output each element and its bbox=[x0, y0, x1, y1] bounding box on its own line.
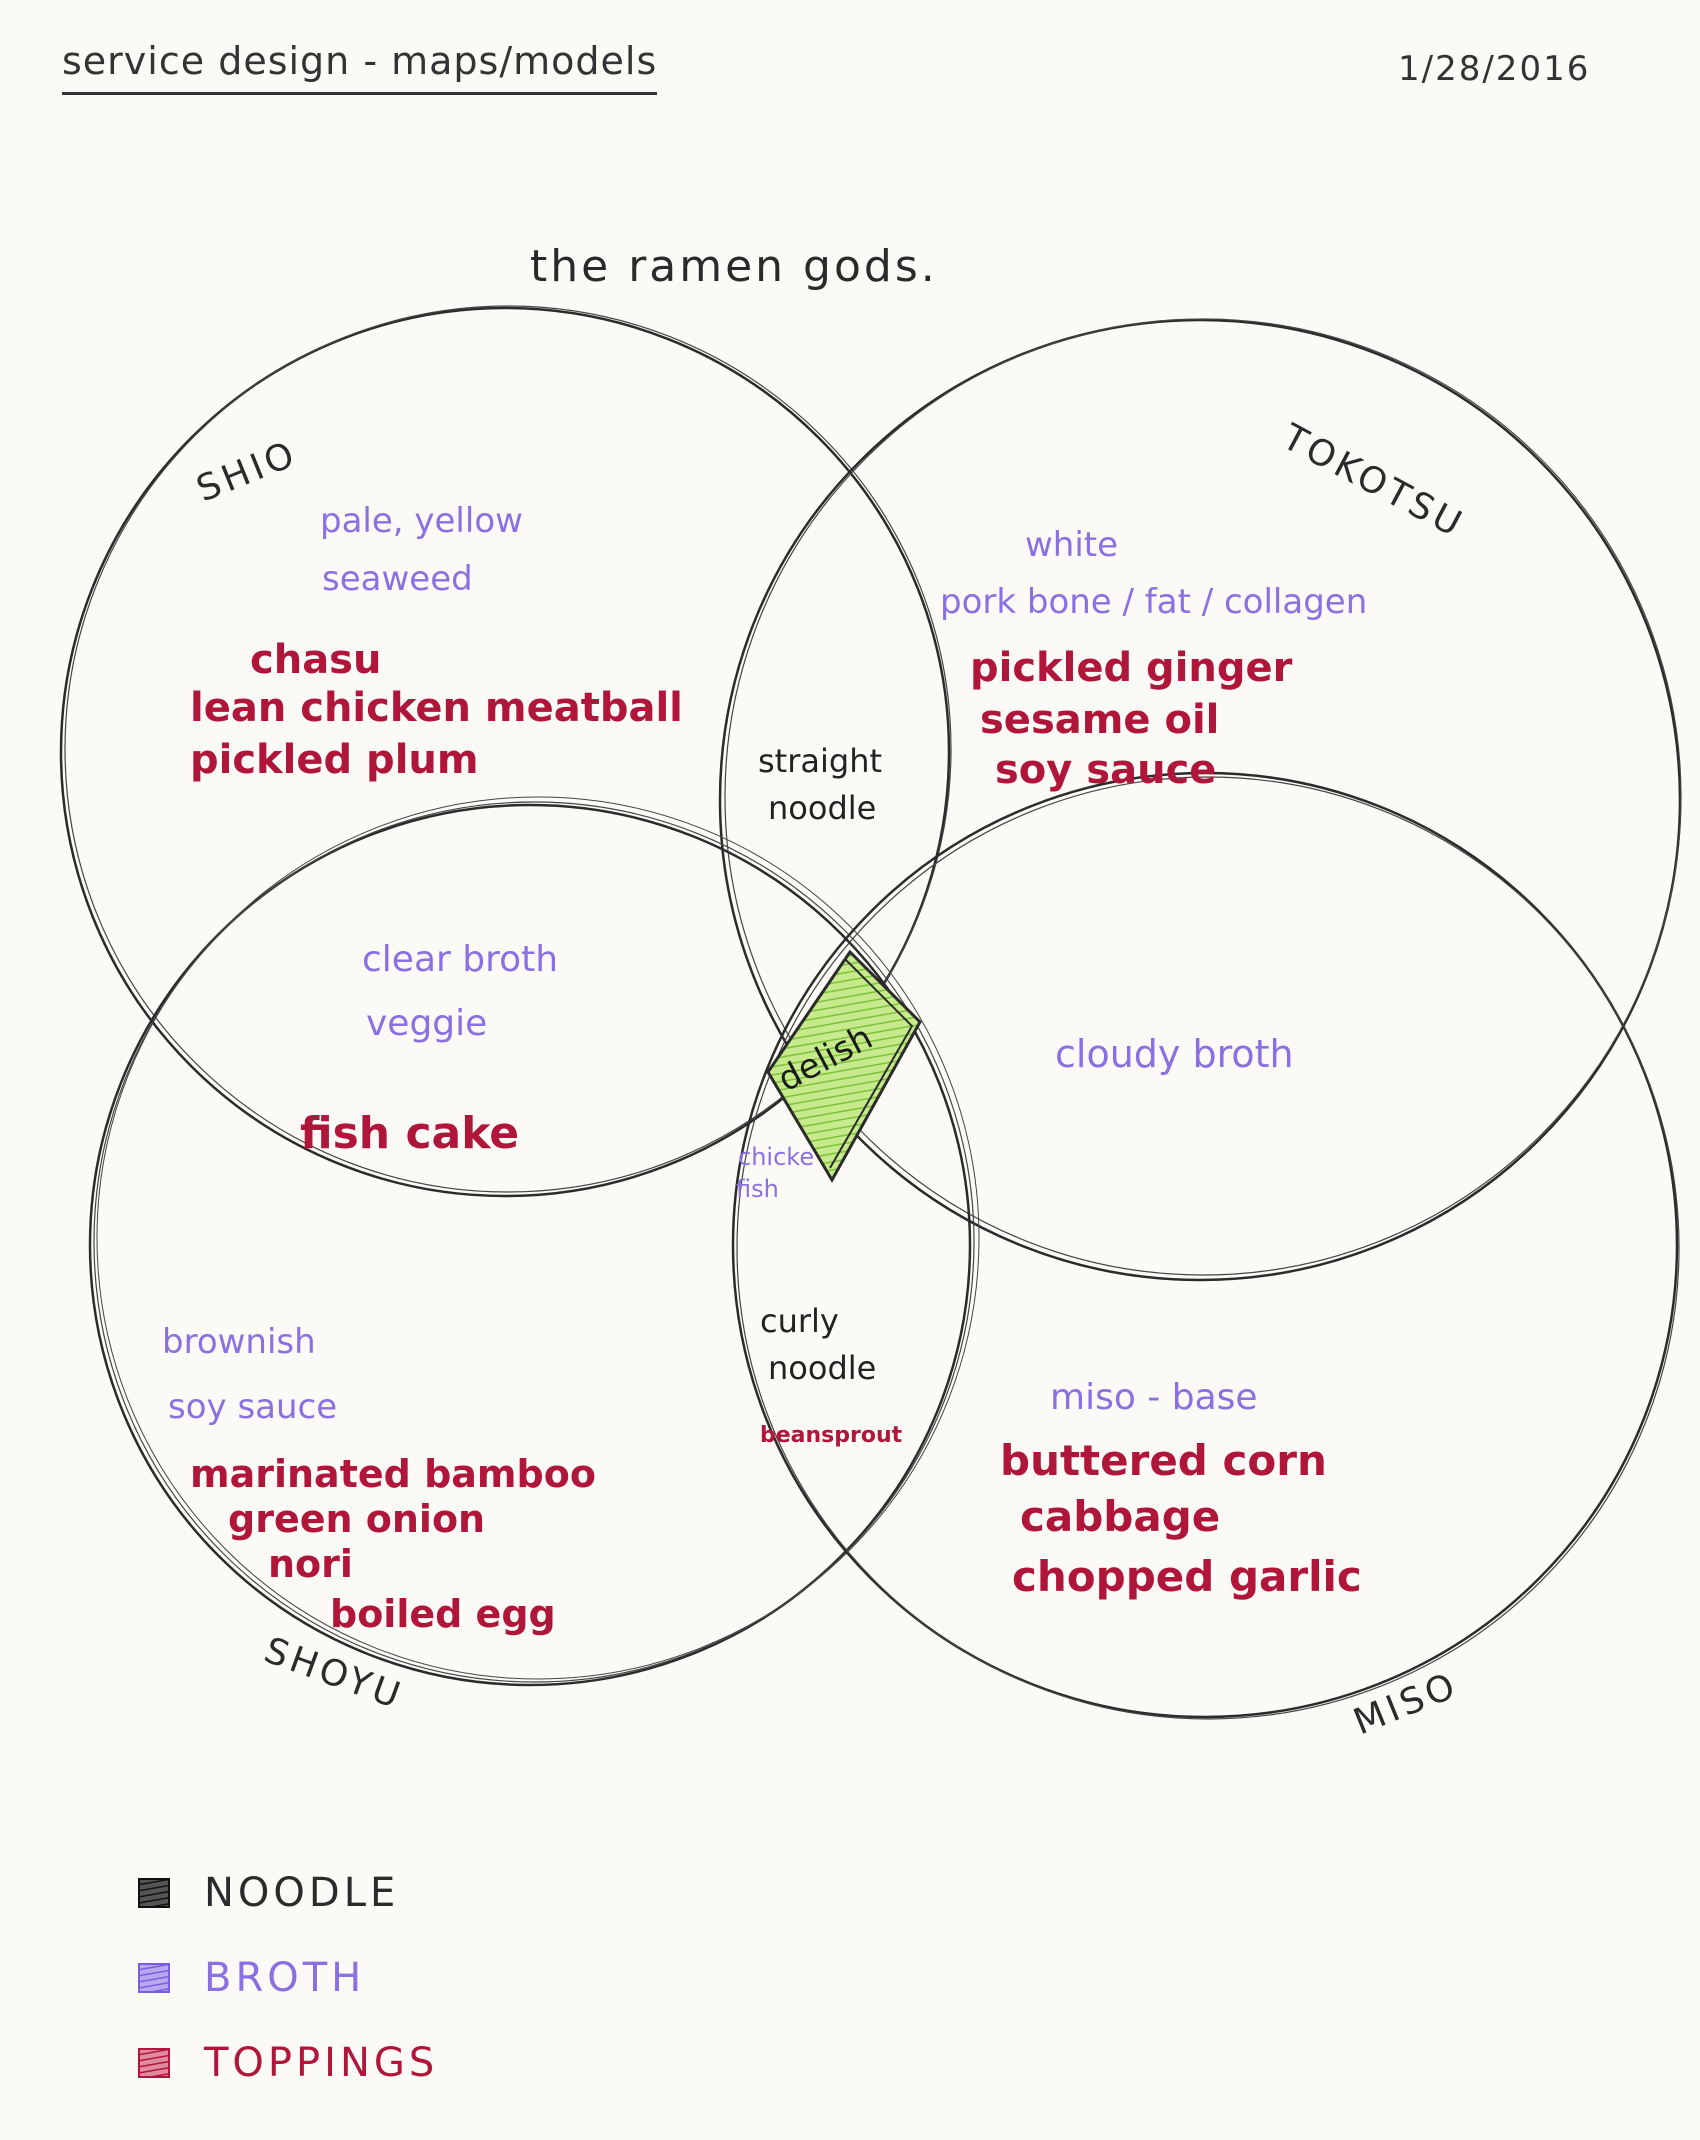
tokotsu-topping-1: pickled ginger bbox=[970, 645, 1293, 691]
shoyu-topping-1: marinated bamboo bbox=[190, 1452, 596, 1496]
label-tokotsu: TOKOTSU bbox=[1275, 416, 1471, 546]
diagram-title: the ramen gods. bbox=[530, 241, 938, 292]
tokotsu-miso-broth-1: cloudy broth bbox=[1055, 1032, 1294, 1076]
miso-topping-3: chopped garlic bbox=[1012, 1552, 1362, 1601]
shio-topping-1: chasu bbox=[250, 637, 382, 683]
straight-noodle-1: straight bbox=[758, 742, 883, 780]
label-shio: SHIO bbox=[191, 433, 304, 510]
straight-noodle-2: noodle bbox=[768, 789, 877, 827]
tokotsu-topping-2: sesame oil bbox=[980, 697, 1220, 743]
toppings-swatch-icon bbox=[138, 2048, 170, 2078]
shio-broth-2: seaweed bbox=[322, 559, 473, 599]
shio-topping-3: pickled plum bbox=[190, 737, 479, 783]
center-broth-1: chicke bbox=[738, 1143, 815, 1171]
curly-noodle-1: curly bbox=[760, 1302, 839, 1340]
tokotsu-broth-1: white bbox=[1025, 525, 1119, 565]
legend-label-toppings: TOPPINGS bbox=[204, 2040, 439, 2086]
miso-topping-2: cabbage bbox=[1020, 1492, 1221, 1541]
center-broth-2: fish bbox=[736, 1175, 779, 1203]
shio-shoyu-broth-2: veggie bbox=[366, 1003, 488, 1044]
label-miso: MISO bbox=[1348, 1665, 1464, 1744]
shio-shoyu-broth-1: clear broth bbox=[362, 939, 559, 980]
circle-miso bbox=[731, 771, 1680, 1720]
header-title: service design - maps/models bbox=[62, 42, 658, 95]
tokotsu-topping-3: soy sauce bbox=[995, 747, 1217, 793]
delish-highlight bbox=[766, 949, 922, 1184]
curly-noodle-2: noodle bbox=[768, 1349, 877, 1387]
shoyu-broth-2: soy sauce bbox=[168, 1387, 338, 1427]
shio-topping-2: lean chicken meatball bbox=[190, 685, 683, 731]
legend-label-broth: BROTH bbox=[204, 1955, 366, 2001]
broth-swatch-icon bbox=[138, 1963, 170, 1993]
shoyu-topping-3: nori bbox=[268, 1542, 353, 1586]
tokotsu-broth-2: pork bone / fat / collagen bbox=[940, 582, 1368, 622]
shoyu-broth-1: brownish bbox=[162, 1322, 316, 1362]
shoyu-topping-2: green onion bbox=[228, 1497, 486, 1541]
legend-label-noodle: NOODLE bbox=[204, 1870, 400, 1916]
label-shoyu: SHOYU bbox=[259, 1630, 409, 1718]
shio-shoyu-topping-1: fish cake bbox=[300, 1108, 520, 1159]
legend-item-noodle: NOODLE bbox=[138, 1870, 399, 1916]
shoyu-miso-topping-1: beansprout bbox=[760, 1423, 903, 1448]
circle-shoyu bbox=[88, 796, 980, 1687]
shoyu-topping-4: boiled egg bbox=[330, 1592, 556, 1636]
miso-topping-1: buttered corn bbox=[1000, 1436, 1327, 1485]
legend-item-broth: BROTH bbox=[138, 1955, 365, 2001]
circle-tokotsu bbox=[718, 318, 1682, 1282]
miso-broth-1: miso - base bbox=[1050, 1377, 1258, 1418]
shio-broth-1: pale, yellow bbox=[320, 501, 523, 541]
noodle-swatch-icon bbox=[138, 1878, 170, 1908]
legend-item-toppings: TOPPINGS bbox=[138, 2040, 438, 2086]
header-date: 1/28/2016 bbox=[1398, 49, 1591, 89]
circle-shio bbox=[59, 305, 952, 1198]
